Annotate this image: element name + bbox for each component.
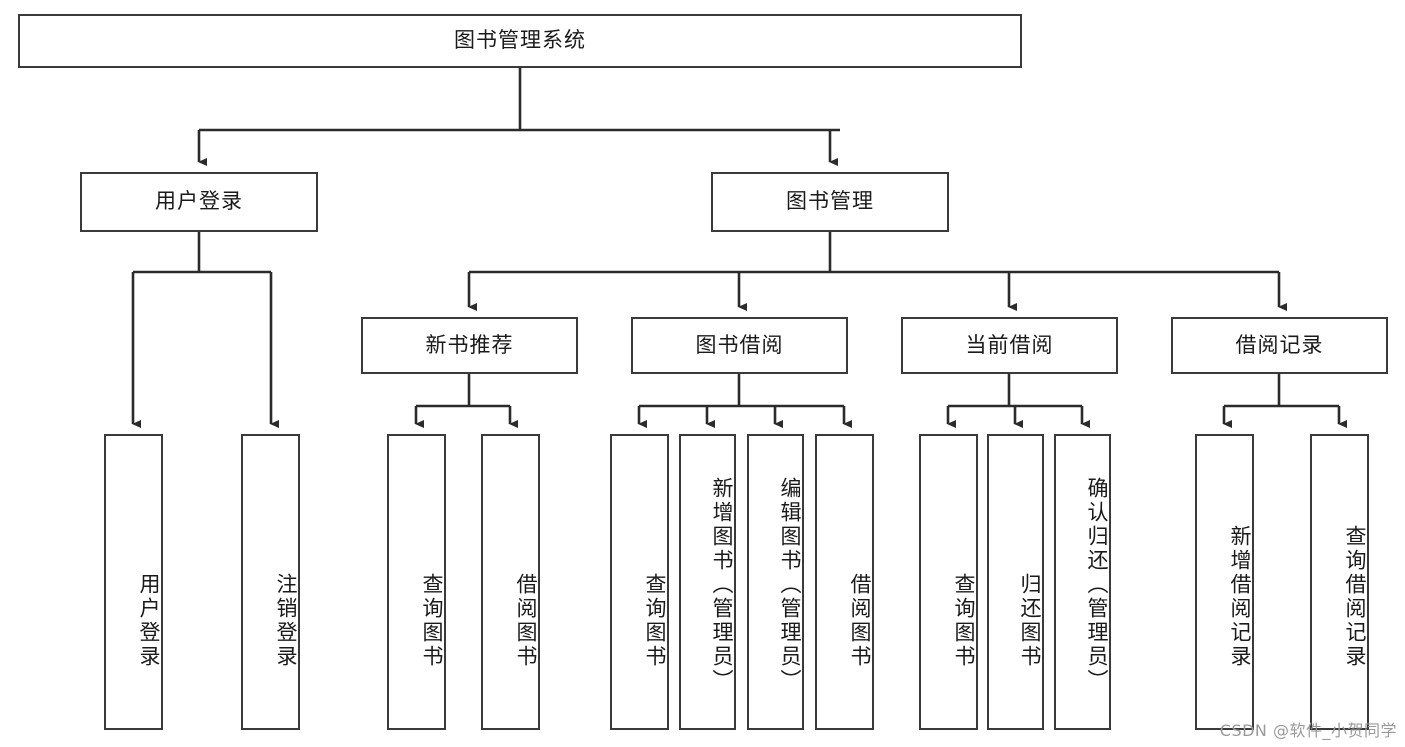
- leaf-query-book-1-label: 查询图书: [420, 573, 444, 669]
- node-user-login[interactable]: 用户登录: [80, 172, 318, 232]
- leaf-add-record-label: 新增借阅记录: [1228, 525, 1252, 669]
- leaf-query-book-1[interactable]: 查询图书: [387, 434, 446, 730]
- node-borrow-record[interactable]: 借阅记录: [1171, 317, 1388, 374]
- node-new-book-recommend[interactable]: 新书推荐: [361, 317, 578, 374]
- node-book-manage[interactable]: 图书管理: [711, 172, 949, 232]
- leaf-return-book[interactable]: 归还图书: [987, 434, 1044, 730]
- node-book-borrow[interactable]: 图书借阅: [631, 317, 848, 374]
- leaf-borrow-book-1[interactable]: 借阅图书: [481, 434, 540, 730]
- leaf-user-logout-label: 注销登录: [274, 573, 298, 669]
- leaf-confirm-return[interactable]: 确认归还（管理员）: [1054, 434, 1111, 730]
- node-root-system[interactable]: 图书管理系统: [18, 14, 1022, 68]
- node-book-borrow-label: 图书借阅: [695, 332, 784, 357]
- leaf-query-record[interactable]: 查询借阅记录: [1310, 434, 1369, 730]
- leaf-add-book[interactable]: 新增图书（管理员）: [679, 434, 736, 730]
- leaf-edit-book[interactable]: 编辑图书（管理员）: [747, 434, 804, 730]
- leaf-user-login[interactable]: 用户登录: [104, 434, 163, 730]
- leaf-return-book-label: 归还图书: [1018, 573, 1042, 669]
- leaf-query-book-2-label: 查询图书: [643, 573, 667, 669]
- node-current-borrow-label: 当前借阅: [965, 332, 1054, 357]
- leaf-user-logout[interactable]: 注销登录: [241, 434, 300, 730]
- node-current-borrow[interactable]: 当前借阅: [901, 317, 1118, 374]
- node-user-login-label: 用户登录: [155, 189, 243, 214]
- leaf-add-book-label: 新增图书（管理员）: [710, 477, 734, 693]
- node-new-book-recommend-label: 新书推荐: [425, 332, 514, 357]
- leaf-query-record-label: 查询借阅记录: [1343, 525, 1367, 669]
- node-book-manage-label: 图书管理: [786, 189, 874, 214]
- node-borrow-record-label: 借阅记录: [1235, 332, 1324, 357]
- leaf-borrow-book-1-label: 借阅图书: [514, 573, 538, 669]
- leaf-query-book-3[interactable]: 查询图书: [919, 434, 978, 730]
- leaf-query-book-3-label: 查询图书: [952, 573, 976, 669]
- leaf-borrow-book-2[interactable]: 借阅图书: [815, 434, 874, 730]
- leaf-borrow-book-2-label: 借阅图书: [848, 573, 872, 669]
- leaf-edit-book-label: 编辑图书（管理员）: [778, 477, 802, 693]
- node-root-system-label: 图书管理系统: [454, 28, 586, 53]
- leaf-user-login-label: 用户登录: [137, 573, 161, 669]
- leaf-query-book-2[interactable]: 查询图书: [610, 434, 669, 730]
- leaf-confirm-return-label: 确认归还（管理员）: [1085, 477, 1109, 693]
- leaf-add-record[interactable]: 新增借阅记录: [1195, 434, 1254, 730]
